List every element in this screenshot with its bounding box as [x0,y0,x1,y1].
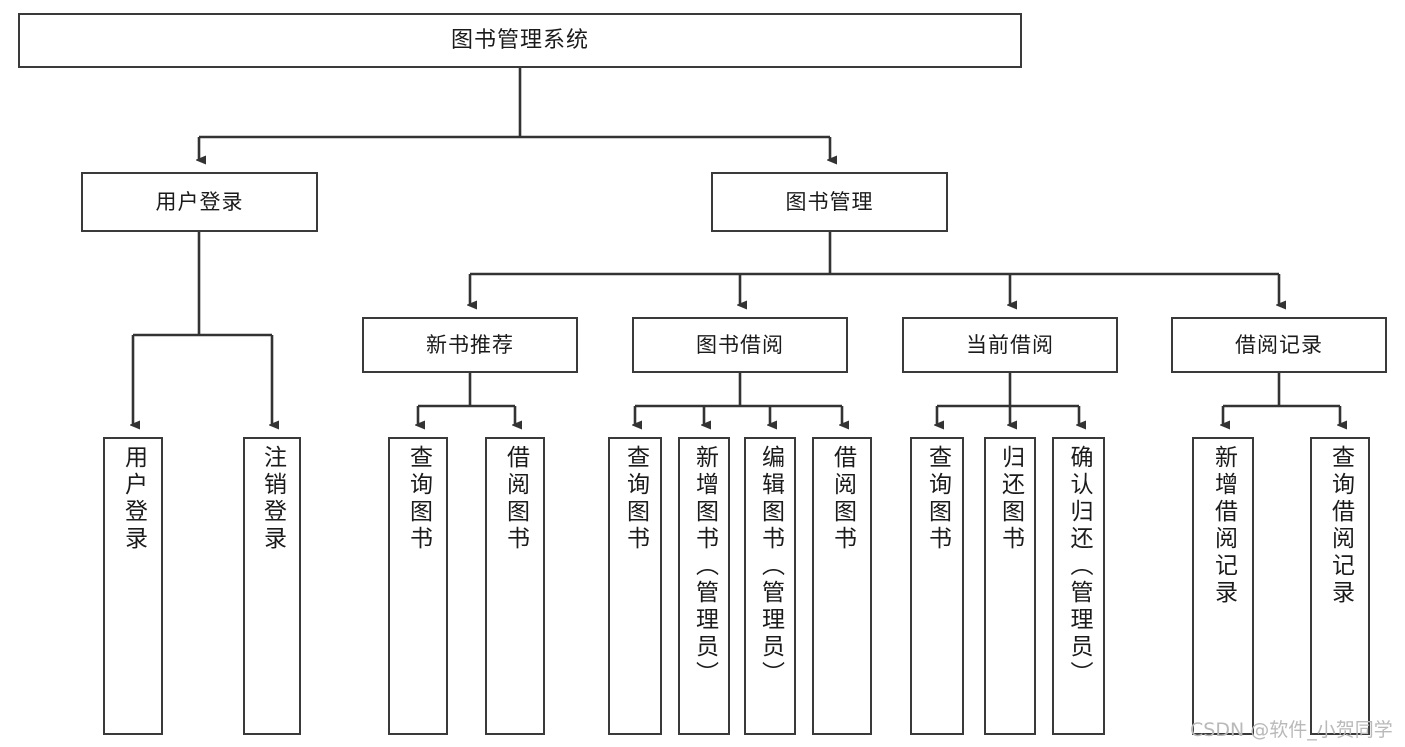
leaf-node-label: 借阅图书 [829,445,856,553]
leaf-node[interactable]: 注销登录 [243,437,301,735]
node-current-borrow-label: 当前借阅 [966,332,1054,357]
leaf-node-label: 新增图书（管理员） [691,445,718,688]
node-user-login-label: 用户登录 [155,189,244,214]
node-book-borrow[interactable]: 图书借阅 [632,317,848,373]
leaf-node-label: 确认归还（管理员） [1066,445,1092,688]
node-book-borrow-label: 图书借阅 [696,332,784,357]
leaf-node-label: 新增借阅记录 [1210,445,1237,607]
leaf-node-label: 用户登录 [120,445,147,553]
node-new-book-recommend-label: 新书推荐 [426,332,514,357]
node-book-management-label: 图书管理 [785,189,874,214]
leaf-node-label: 归还图书 [997,445,1024,553]
leaf-node-label: 编辑图书（管理员） [757,445,784,688]
leaf-node[interactable]: 查询图书 [608,437,662,735]
node-root[interactable]: 图书管理系统 [18,13,1022,68]
node-current-borrow[interactable]: 当前借阅 [902,317,1118,373]
leaf-node-label: 查询图书 [405,445,432,553]
leaf-node[interactable]: 归还图书 [984,437,1036,735]
leaf-node[interactable]: 确认归还（管理员） [1052,437,1105,735]
leaf-node-label: 查询图书 [622,445,649,553]
leaf-node-label: 注销登录 [259,445,286,553]
node-book-management[interactable]: 图书管理 [711,172,948,232]
leaf-node[interactable]: 编辑图书（管理员） [744,437,796,735]
leaf-node[interactable]: 查询图书 [910,437,964,735]
leaf-node[interactable]: 用户登录 [103,437,163,735]
node-borrow-record-label: 借阅记录 [1235,332,1323,357]
leaf-node[interactable]: 新增图书（管理员） [678,437,730,735]
leaf-node-label: 查询借阅记录 [1327,445,1354,607]
leaf-node-label: 查询图书 [924,445,951,553]
leaf-node[interactable]: 借阅图书 [485,437,545,735]
leaf-node[interactable]: 查询借阅记录 [1310,437,1370,735]
node-root-label: 图书管理系统 [450,27,589,53]
leaf-node-label: 借阅图书 [502,445,529,553]
node-borrow-record[interactable]: 借阅记录 [1171,317,1387,373]
csdn-watermark: CSDN @软件_小贺同学 [1190,719,1393,741]
leaf-node[interactable]: 查询图书 [388,437,448,735]
leaf-node[interactable]: 借阅图书 [812,437,872,735]
node-user-login[interactable]: 用户登录 [81,172,318,232]
node-new-book-recommend[interactable]: 新书推荐 [362,317,578,373]
leaf-node[interactable]: 新增借阅记录 [1192,437,1254,735]
